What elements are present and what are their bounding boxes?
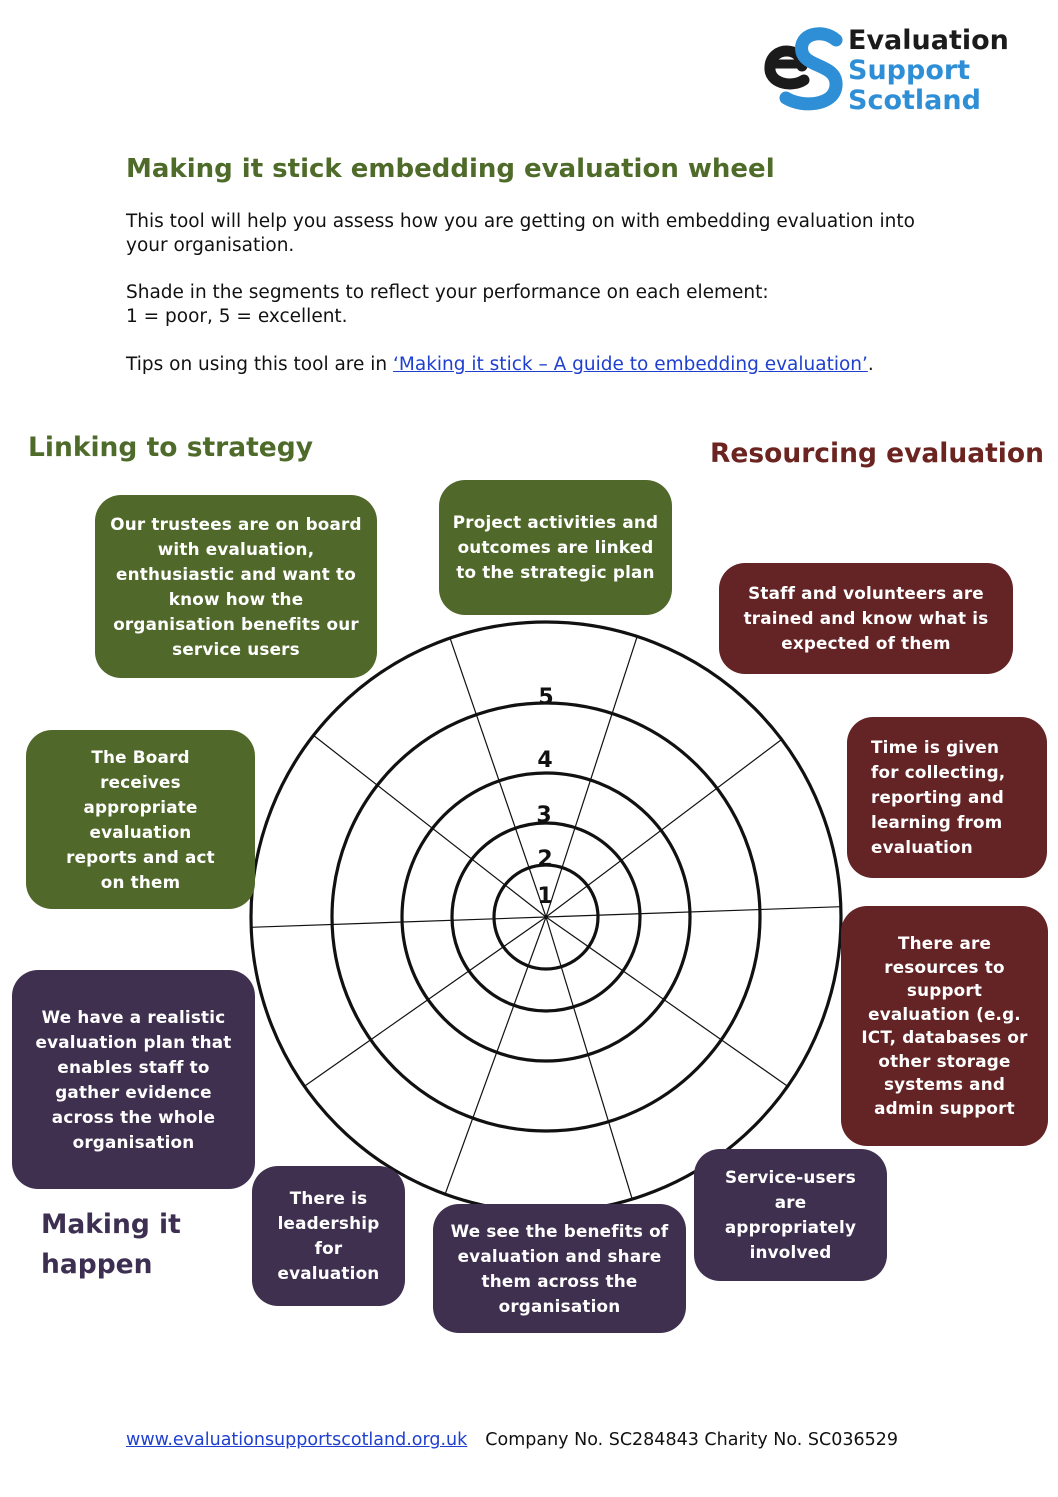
instructions-line-1: Shade in the segments to reflect your pe…: [126, 282, 769, 303]
wheel-ring-3: [400, 771, 692, 1063]
tips-paragraph: Tips on using this tool are in ‘Making i…: [126, 353, 946, 377]
box-see-benefits: We see the benefits of evaluation and sh…: [433, 1204, 686, 1333]
wheel-spoke-3: [545, 739, 782, 918]
box-resources-to-support: There are resources to support evaluatio…: [841, 906, 1048, 1146]
wheel-level-2: 2: [537, 847, 552, 872]
guide-link[interactable]: ‘Making it stick – A guide to embedding …: [393, 354, 868, 375]
instructions-line-2: 1 = poor, 5 = excellent.: [126, 306, 348, 327]
box-trustees-on-board: Our trustees are on board with evaluatio…: [95, 495, 377, 678]
es-logo-mark-icon: [764, 27, 843, 111]
wheel-ring-4: [330, 701, 762, 1133]
wheel-level-1: 1: [537, 884, 552, 909]
box-leadership-for-evaluation: There is leadership for evaluation: [252, 1166, 405, 1306]
logo-line-3: Scotland: [848, 85, 981, 116]
logo-line-1: Evaluation: [848, 25, 1009, 56]
intro-paragraph: This tool will help you assess how you a…: [126, 211, 915, 256]
wheel-spoke-7: [444, 916, 547, 1195]
section-linking-to-strategy: Linking to strategy: [28, 432, 313, 463]
wheel-level-4: 4: [537, 748, 552, 773]
wheel-level-5: 5: [538, 685, 553, 710]
footer: www.evaluationsupportscotland.org.uk Comp…: [126, 1430, 898, 1450]
wheel-spoke-4: [545, 906, 841, 918]
box-staff-trained: Staff and volunteers are trained and kno…: [719, 563, 1013, 674]
wheel-ring-5: [249, 620, 843, 1214]
section-making-it-happen: Making it happen: [41, 1205, 221, 1285]
footer-website-link[interactable]: www.evaluationsupportscotland.org.uk: [126, 1430, 468, 1450]
logo: Evaluation Support Scotland: [762, 26, 1012, 116]
section-making-it-happen-line-2: happen: [41, 1249, 153, 1280]
wheel-ring-1: [492, 863, 600, 971]
wheel-spoke-9: [251, 916, 547, 928]
wheel-spoke-2: [545, 636, 638, 918]
section-resourcing-evaluation: Resourcing evaluation: [710, 438, 1044, 469]
wheel-spoke-10: [313, 734, 547, 918]
footer-company-info: Company No. SC284843 Charity No. SC03652…: [485, 1430, 899, 1450]
box-service-users-involved: Service-users are appropriately involved: [694, 1149, 887, 1281]
box-realistic-evaluation-plan: We have a realistic evaluation plan that…: [12, 970, 255, 1189]
wheel-level-3: 3: [536, 803, 551, 828]
page-title: Making it stick embedding evaluation whe…: [126, 154, 775, 184]
wheel-spoke-8: [304, 916, 547, 1087]
box-time-given: Time is given for collecting, reporting …: [847, 717, 1047, 878]
wheel-spoke-1: [449, 637, 547, 918]
box-project-activities-linked: Project activities and outcomes are link…: [439, 480, 672, 615]
instructions-paragraph: Shade in the segments to reflect your pe…: [126, 281, 946, 329]
tips-prefix: Tips on using this tool are in: [126, 354, 394, 375]
wheel-spoke-6: [545, 916, 633, 1200]
box-board-receives-reports: The Board receives appropriate evaluatio…: [26, 730, 255, 909]
tips-suffix: .: [867, 354, 874, 375]
wheel-spoke-5: [545, 916, 788, 1087]
section-making-it-happen-line-1: Making it: [41, 1209, 181, 1240]
wheel-ring-2: [450, 821, 642, 1013]
logo-text: Evaluation Support Scotland: [848, 26, 1009, 116]
logo-line-2: Support: [848, 55, 971, 86]
